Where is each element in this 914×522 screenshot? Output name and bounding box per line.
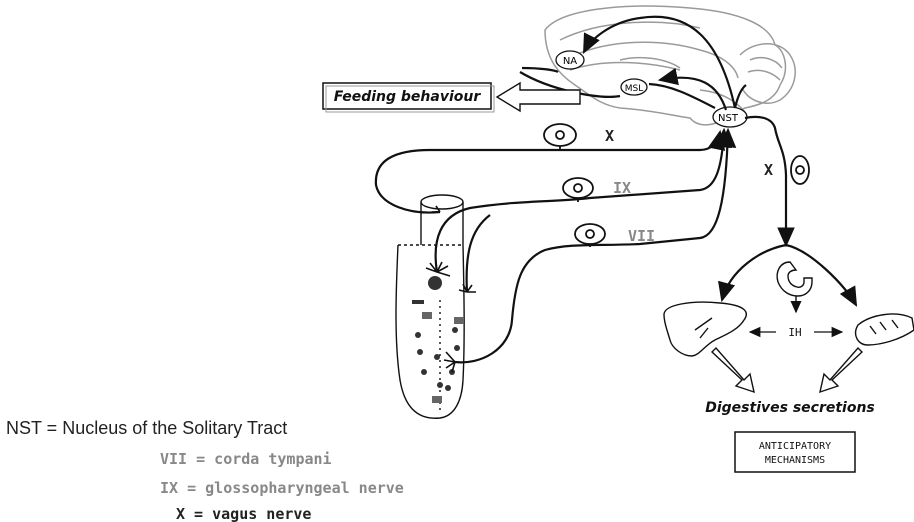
nucleus-na: NA — [556, 51, 584, 69]
nerve-x-efferent-neuron-icon — [791, 156, 809, 184]
nerve-x-right-label: X — [764, 161, 773, 179]
taste-papillae — [412, 276, 464, 403]
svg-text:NST: NST — [718, 113, 739, 124]
ih-indicator: IH — [750, 326, 842, 339]
nerve-x-label: X — [605, 127, 614, 145]
svg-text:ANTICIPATORY: ANTICIPATORY — [759, 441, 831, 452]
pancreas-icon — [856, 314, 914, 345]
svg-text:MSL: MSL — [625, 84, 644, 94]
feeding-hollow-arrow — [497, 83, 580, 111]
svg-text:NA: NA — [563, 56, 577, 67]
feeding-behaviour-box: Feeding behaviour — [323, 83, 494, 112]
nerve-vii-label: VII — [628, 227, 655, 245]
anticipatory-box: ANTICIPATORY MECHANISMS — [735, 432, 855, 472]
svg-text:MECHANISMS: MECHANISMS — [765, 455, 825, 466]
legend-nst: NST = Nucleus of the Solitary Tract — [6, 418, 287, 439]
svg-text:Feeding behaviour: Feeding behaviour — [334, 89, 482, 105]
nerve-ix-label: IX — [613, 179, 631, 197]
nerve-ix — [436, 130, 724, 292]
legend-vii: VII = corda tympani — [160, 450, 332, 468]
nerve-x-efferent — [722, 117, 856, 305]
svg-text:IH: IH — [788, 326, 801, 339]
secretion-hollow-arrows — [712, 348, 862, 392]
legend-x: X = vagus nerve — [176, 505, 311, 522]
legend-ix: IX = glossopharyngeal nerve — [160, 479, 404, 497]
nucleus-nst: NST — [713, 107, 747, 127]
tongue — [396, 195, 464, 418]
stomach-icon — [777, 262, 812, 296]
nerve-vii-neuron-icon — [575, 224, 605, 247]
brain-section — [545, 6, 795, 125]
liver-icon — [664, 302, 746, 356]
nerve-x-neuron-icon — [544, 124, 576, 150]
digestive-secretions-label: Digestives secretions — [705, 400, 875, 416]
nucleus-msl: MSL — [621, 79, 647, 95]
